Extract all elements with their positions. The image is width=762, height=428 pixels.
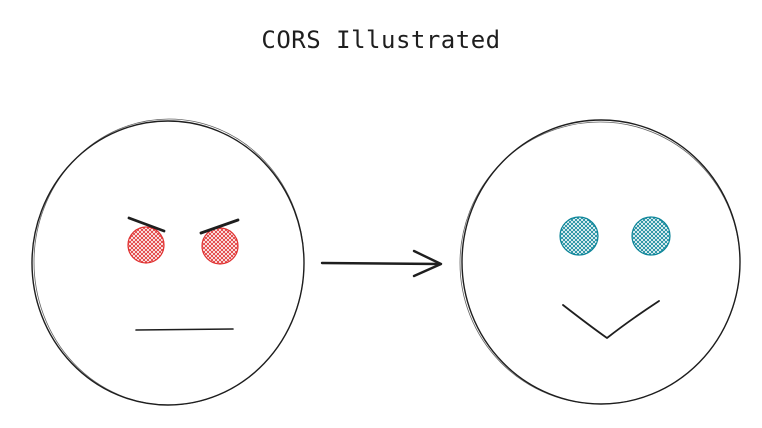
angry-right-eye xyxy=(201,227,239,265)
arrow-shaft xyxy=(320,261,442,266)
happy-right-eye xyxy=(631,216,671,256)
arrow-head xyxy=(412,249,443,278)
happy-face xyxy=(459,119,741,405)
angry-left-eyebrow xyxy=(127,216,166,233)
arrow-connector xyxy=(320,249,443,278)
happy-mouth xyxy=(562,300,660,339)
angry-left-eye xyxy=(127,226,165,264)
diagram-title: CORS Illustrated xyxy=(261,26,501,54)
angry-right-eyebrow xyxy=(199,218,240,235)
happy-left-eye xyxy=(559,216,599,256)
angry-mouth xyxy=(135,328,234,331)
angry-face xyxy=(31,118,305,406)
